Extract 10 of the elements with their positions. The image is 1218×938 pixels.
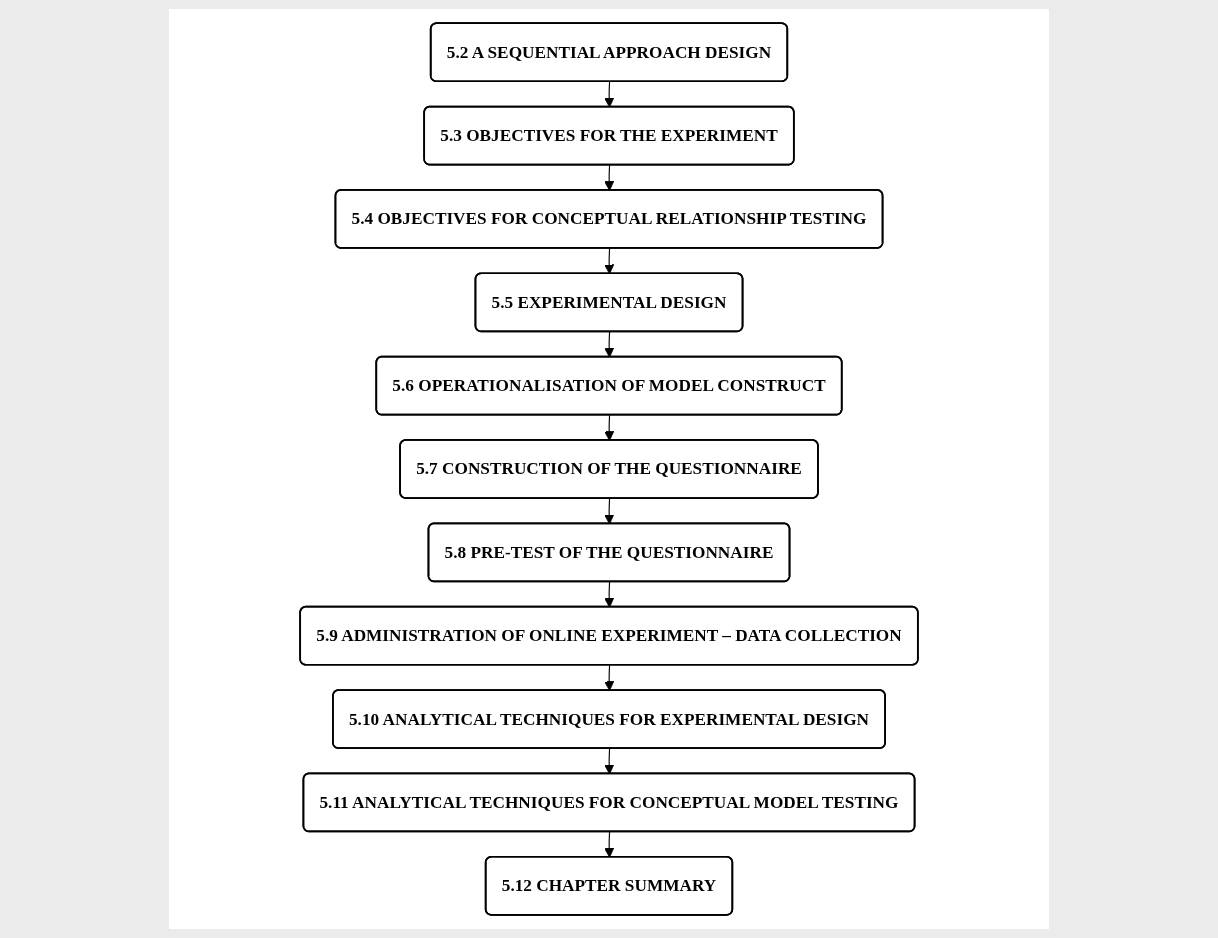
arrow — [604, 831, 615, 858]
arrow — [604, 498, 615, 525]
arrow — [604, 247, 615, 275]
arrow — [604, 81, 615, 108]
arrow — [604, 748, 615, 775]
arrow — [604, 164, 615, 191]
arrow — [604, 331, 615, 358]
arrow — [604, 581, 615, 608]
arrow — [604, 414, 615, 441]
arrow — [604, 664, 615, 692]
